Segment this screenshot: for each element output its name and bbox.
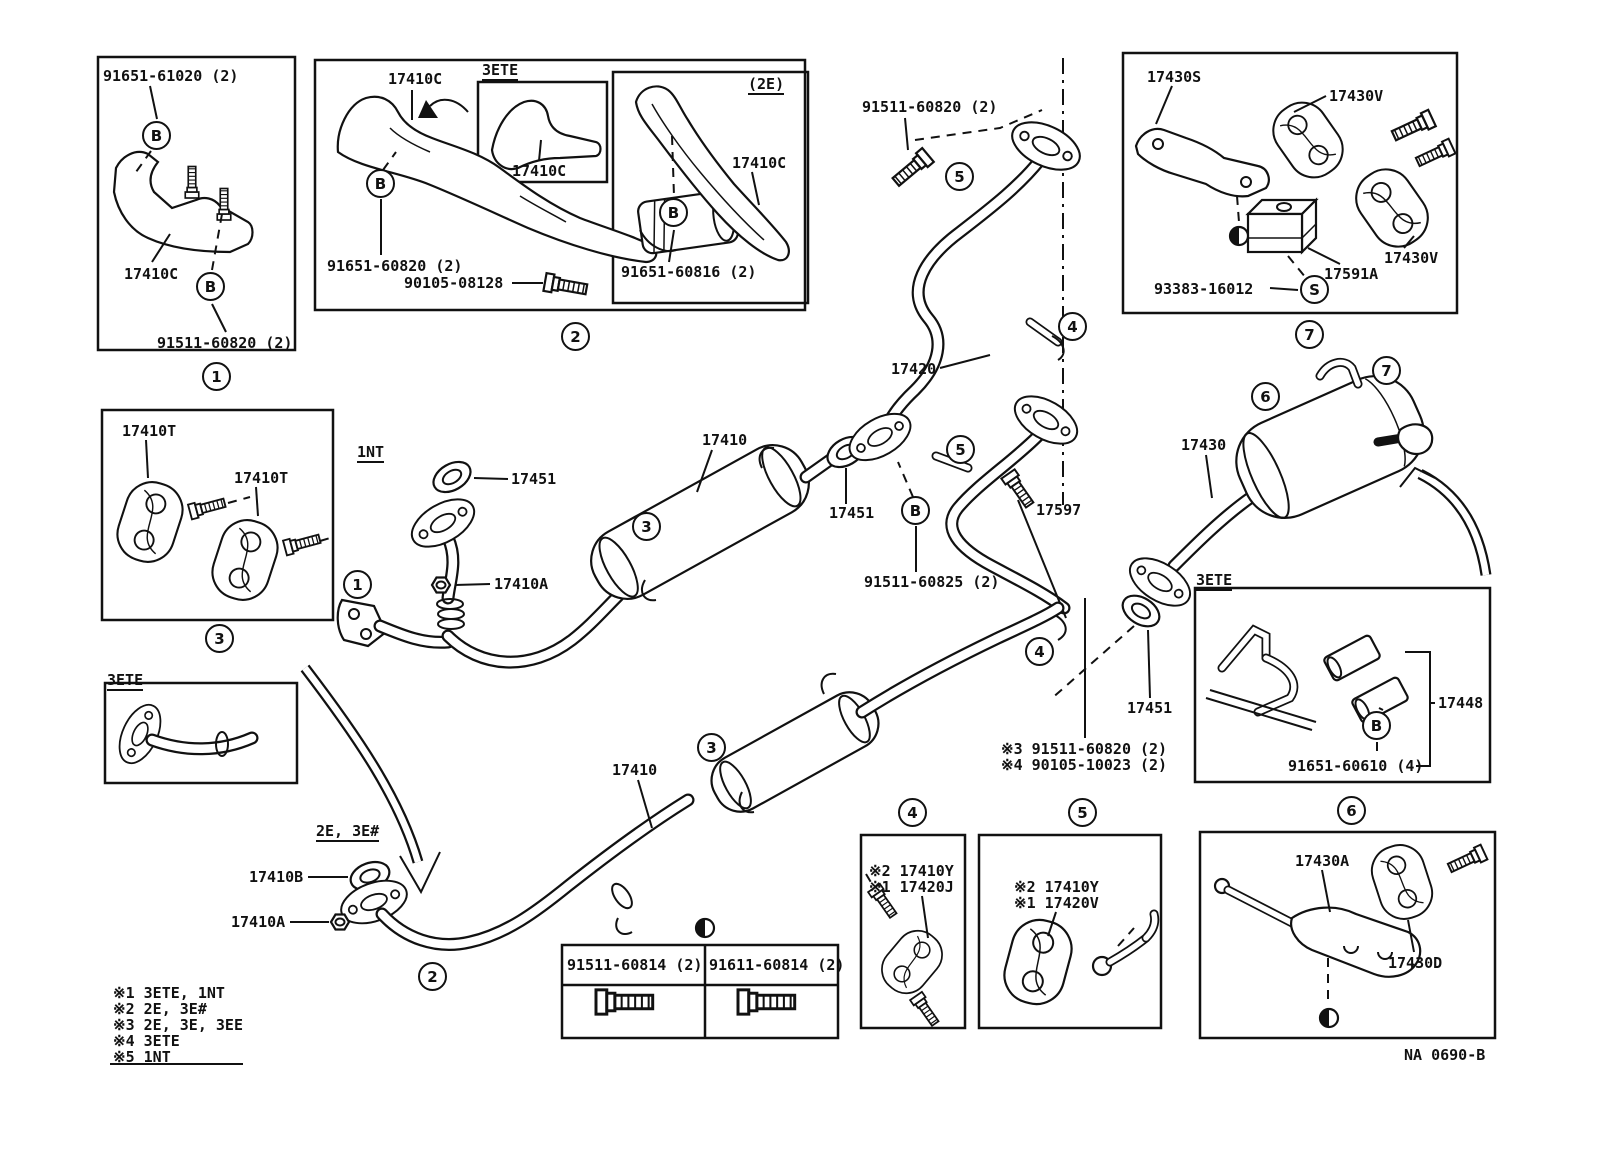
callout-6-rear-muffler: 6 bbox=[1251, 382, 1280, 411]
callout-7-rear-muffler: 7 bbox=[1372, 356, 1401, 385]
note-2e-3e: 2E, 3E# bbox=[316, 822, 380, 842]
label-17410y-box4: ※2 17410Y bbox=[869, 862, 954, 880]
label-17430d: 17430D bbox=[1388, 954, 1443, 972]
label-93383-16012: 93383-16012 bbox=[1154, 280, 1254, 298]
callout-7-box7: 7 bbox=[1295, 320, 1324, 349]
label-17430: 17430 bbox=[1181, 436, 1227, 454]
rear-muffler-art bbox=[1049, 357, 1492, 738]
label-17451-2: 17451 bbox=[829, 504, 875, 522]
box4-hanger-art bbox=[865, 873, 952, 1029]
box6-bracket-art bbox=[1213, 837, 1489, 1029]
note-4-90105-10023: ※4 90105-10023 (2) bbox=[1001, 756, 1168, 774]
tailpipe-box-art bbox=[1205, 624, 1435, 767]
label-17420: 17420 bbox=[891, 360, 937, 378]
box2e-shield-art bbox=[634, 85, 790, 263]
callout-6-box6: 6 bbox=[1337, 796, 1366, 825]
box5-hanger-art bbox=[997, 909, 1160, 1012]
label-91511-60820-mid: 91511-60820 (2) bbox=[862, 98, 998, 116]
label-17410-front: 17410 bbox=[702, 431, 748, 449]
legend-line-2: ※2 2E, 3E# bbox=[113, 1000, 207, 1018]
lower-run-art bbox=[110, 601, 1065, 951]
label-17420j-box4: ※1 17420J bbox=[869, 878, 954, 896]
legend-line-3: ※3 2E, 3E, 3EE bbox=[113, 1016, 243, 1034]
label-17410b: 17410B bbox=[249, 868, 304, 886]
label-17430s: 17430S bbox=[1147, 68, 1202, 86]
header-3ete-br: 3ETE bbox=[1196, 571, 1233, 591]
callout-3-muffler-mid: 3 bbox=[697, 733, 726, 762]
callout-2-box2: 2 bbox=[561, 322, 590, 351]
label-91651-60816: 91651-60816 (2) bbox=[621, 263, 757, 281]
callout-5-top: 5 bbox=[945, 162, 974, 191]
header-2e: (2E) bbox=[748, 75, 785, 95]
callout-4-box4: 4 bbox=[898, 798, 927, 827]
label-91511-60820-box1: 91511-60820 (2) bbox=[157, 334, 293, 352]
label-17430v-top: 17430V bbox=[1329, 87, 1384, 105]
label-17410c-box1: 17410C bbox=[124, 265, 179, 283]
label-91651-61020: 91651-61020 (2) bbox=[103, 67, 239, 85]
rear-s-pipe-art bbox=[931, 385, 1087, 641]
note-1nt: 1NT bbox=[357, 443, 385, 463]
label-91651-60610: 91651-60610 (4) bbox=[1288, 757, 1424, 775]
label-17597: 17597 bbox=[1036, 501, 1082, 519]
label-17451-1: 17451 bbox=[511, 470, 557, 488]
pipe-17420-art bbox=[881, 58, 1089, 505]
detail-box-frames bbox=[96, 51, 1497, 1040]
callout-b-box2: B bbox=[366, 169, 395, 198]
front-pipe-muffler-art bbox=[336, 403, 920, 669]
callout-1-frontpipe: 1 bbox=[343, 570, 372, 599]
label-17430v-right: 17430V bbox=[1384, 249, 1439, 267]
label-17410c-box2: 17410C bbox=[388, 70, 443, 88]
label-17410-mid: 17410 bbox=[612, 761, 658, 779]
box3-hanger-art bbox=[109, 439, 331, 608]
label-17430a: 17430A bbox=[1295, 852, 1350, 870]
label-17451-3: 17451 bbox=[1127, 699, 1173, 717]
label-17410c-box2-inner: 17410C bbox=[512, 162, 567, 180]
label-17410a-1: 17410A bbox=[494, 575, 549, 593]
callout-3-muffler-front: 3 bbox=[632, 512, 661, 541]
table-header-91611-60814: 91611-60814 (2) bbox=[709, 956, 845, 974]
label-91511-60825: 91511-60825 (2) bbox=[864, 573, 1000, 591]
drawing-code: NA 0690-B bbox=[1404, 1046, 1486, 1064]
label-91651-60820: 91651-60820 (2) bbox=[327, 257, 463, 275]
header-3ete-box2: 3ETE bbox=[482, 61, 519, 81]
legend-line-1: ※1 3ETE, 1NT bbox=[113, 984, 225, 1002]
callout-b-box1-top: B bbox=[142, 121, 171, 150]
table-header-91511-60814: 91511-60814 (2) bbox=[567, 956, 703, 974]
callout-b-center: B bbox=[901, 496, 930, 525]
callout-5-mid: 5 bbox=[946, 435, 975, 464]
callout-b-tailpipe: B bbox=[1362, 711, 1391, 740]
callout-1-box1: 1 bbox=[202, 362, 231, 391]
label-17410t-1: 17410T bbox=[122, 422, 177, 440]
box1-bracket-art bbox=[112, 85, 254, 333]
label-17410t-2: 17410T bbox=[234, 469, 289, 487]
label-17448: 17448 bbox=[1438, 694, 1484, 712]
callout-b-box1-bottom: B bbox=[196, 272, 225, 301]
legend-line-4: ※4 3ETE bbox=[113, 1032, 180, 1050]
label-17410c-box2e: 17410C bbox=[732, 154, 787, 172]
callout-s-box7: S bbox=[1300, 275, 1329, 304]
callout-5-box5: 5 bbox=[1068, 798, 1097, 827]
callout-2-lower: 2 bbox=[418, 962, 447, 991]
label-17420v-box5: ※1 17420V bbox=[1014, 894, 1099, 912]
callout-4-mid: 4 bbox=[1025, 637, 1054, 666]
callout-b-box2e: B bbox=[659, 198, 688, 227]
box7-hanger-art bbox=[1134, 85, 1457, 291]
label-17591a: 17591A bbox=[1324, 265, 1379, 283]
label-17410y-box5: ※2 17410Y bbox=[1014, 878, 1099, 896]
callout-3-box3: 3 bbox=[205, 624, 234, 653]
legend-line-5: ※5 1NT bbox=[113, 1048, 171, 1066]
callout-4-top: 4 bbox=[1058, 312, 1087, 341]
label-90105-08128: 90105-08128 bbox=[404, 274, 504, 292]
note-3-91511-60820: ※3 91511-60820 (2) bbox=[1001, 740, 1168, 758]
header-3ete-bl: 3ETE bbox=[107, 671, 144, 691]
label-17410a-2: 17410A bbox=[231, 913, 286, 931]
